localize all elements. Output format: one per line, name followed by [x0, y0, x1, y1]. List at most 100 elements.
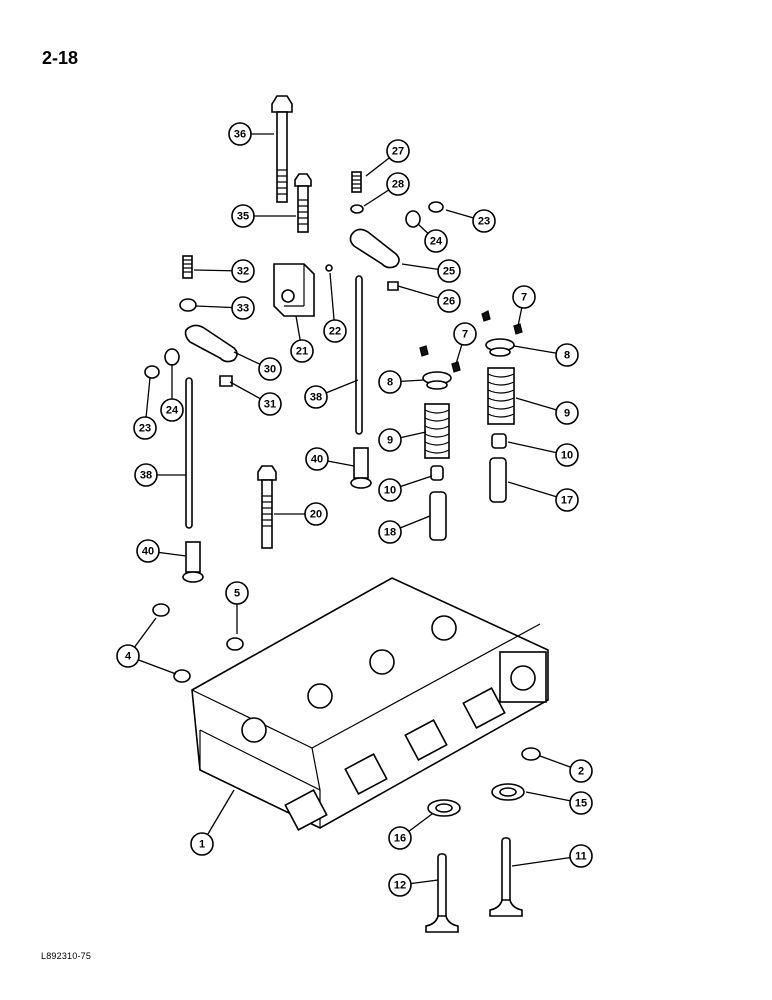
callout-circle	[437, 289, 461, 313]
callout-c25: 25	[437, 259, 461, 283]
part-36-long-bolt	[271, 95, 293, 203]
callout-circle	[258, 392, 282, 416]
callout-label: 24	[430, 236, 443, 248]
callout-c31: 31	[258, 392, 282, 416]
callout-c8a: 8	[555, 343, 579, 367]
part-12-intake-valve	[425, 853, 459, 933]
part-32-adjusting-screw	[182, 255, 193, 279]
part-31-adjuster	[219, 375, 233, 387]
part-15-valve-seat	[491, 783, 525, 801]
callout-circle	[228, 122, 252, 146]
callout-c5: 5	[225, 581, 249, 605]
callout-label: 4	[125, 651, 132, 663]
callout-circle	[569, 791, 593, 815]
callout-label: 17	[561, 495, 573, 507]
callout-circle	[231, 259, 255, 283]
part-16-valve-seat	[427, 799, 461, 817]
part-9-valve-spring-center	[424, 403, 450, 459]
callout-circle	[378, 478, 402, 502]
callout-circle	[569, 844, 593, 868]
parts-group	[144, 95, 549, 933]
callout-label: 16	[394, 833, 406, 845]
part-23-circlip-upper	[428, 201, 444, 213]
callout-c7a: 7	[512, 285, 536, 309]
callout-label: 12	[394, 880, 406, 892]
callout-circle	[136, 539, 160, 563]
callout-balloons: 3635272823242526323322213031232438387788…	[116, 122, 593, 897]
callout-circle	[116, 644, 140, 668]
callout-circle	[555, 343, 579, 367]
callout-c22: 22	[323, 319, 347, 343]
callout-label: 40	[142, 546, 154, 558]
callout-c35: 35	[231, 204, 255, 228]
callout-label: 36	[234, 129, 246, 141]
part-9-valve-spring-right	[487, 367, 515, 425]
callout-circle	[304, 385, 328, 409]
callout-c20: 20	[304, 502, 328, 526]
callout-circle	[225, 581, 249, 605]
callout-circle	[512, 285, 536, 309]
callout-label: 9	[564, 408, 570, 420]
callout-c21: 21	[290, 339, 314, 363]
part-11-exhaust-valve	[489, 837, 523, 917]
callout-label: 8	[564, 350, 570, 362]
callout-label: 21	[296, 346, 308, 358]
callout-c36: 36	[228, 122, 252, 146]
callout-c4: 4	[116, 644, 140, 668]
part-23-circlip-left	[144, 365, 160, 379]
callout-c15: 15	[569, 791, 593, 815]
callout-circle	[231, 204, 255, 228]
callout-label: 26	[443, 296, 455, 308]
callout-label: 2	[578, 766, 584, 778]
callout-label: 31	[264, 399, 276, 411]
callout-label: 23	[139, 423, 151, 435]
callout-label: 23	[478, 216, 490, 228]
callout-circle	[190, 832, 214, 856]
part-21-rocker-support	[273, 263, 315, 317]
part-35-short-bolt	[294, 173, 312, 233]
callout-label: 30	[264, 364, 276, 376]
part-18-valve-guide	[429, 491, 447, 541]
part-25-rocker-arm	[349, 228, 400, 269]
callout-c38b: 38	[134, 463, 158, 487]
part-10-valve-seal-right	[491, 433, 507, 449]
callout-label: 22	[329, 326, 341, 338]
callout-label: 8	[387, 377, 393, 389]
callout-circle	[134, 463, 158, 487]
callout-label: 18	[384, 527, 396, 539]
callout-label: 24	[166, 405, 179, 417]
part-27-adjusting-screw	[351, 171, 362, 193]
callout-circle	[424, 229, 448, 253]
part-24-washer-upper	[405, 210, 421, 228]
callout-c10a: 10	[555, 443, 579, 467]
callout-c38a: 38	[304, 385, 328, 409]
callout-circle	[555, 488, 579, 512]
callout-c11: 11	[569, 844, 593, 868]
callout-c24a: 24	[424, 229, 448, 253]
callout-circle	[453, 322, 477, 346]
callout-label: 32	[237, 266, 249, 278]
callout-c18: 18	[378, 520, 402, 544]
figure-code: L892310-75	[41, 951, 92, 961]
callout-circle	[258, 357, 282, 381]
callout-circle	[160, 398, 184, 422]
page-number: 2-18	[42, 48, 79, 68]
callout-c2: 2	[569, 759, 593, 783]
part-17-valve-guide	[489, 457, 507, 503]
callout-c1: 1	[190, 832, 214, 856]
part-40-tappet-left	[182, 541, 204, 583]
callout-label: 10	[384, 485, 396, 497]
part-1-cylinder-head	[191, 577, 549, 831]
callout-c40a: 40	[305, 447, 329, 471]
callout-circle	[569, 759, 593, 783]
callout-c16: 16	[388, 826, 412, 850]
callout-label: 5	[234, 588, 240, 600]
callout-circle	[386, 139, 410, 163]
callout-label: 33	[237, 303, 249, 315]
callout-label: 7	[521, 292, 527, 304]
callout-label: 1	[199, 839, 205, 851]
callout-c40b: 40	[136, 539, 160, 563]
part-10-valve-seal-center	[430, 465, 444, 481]
